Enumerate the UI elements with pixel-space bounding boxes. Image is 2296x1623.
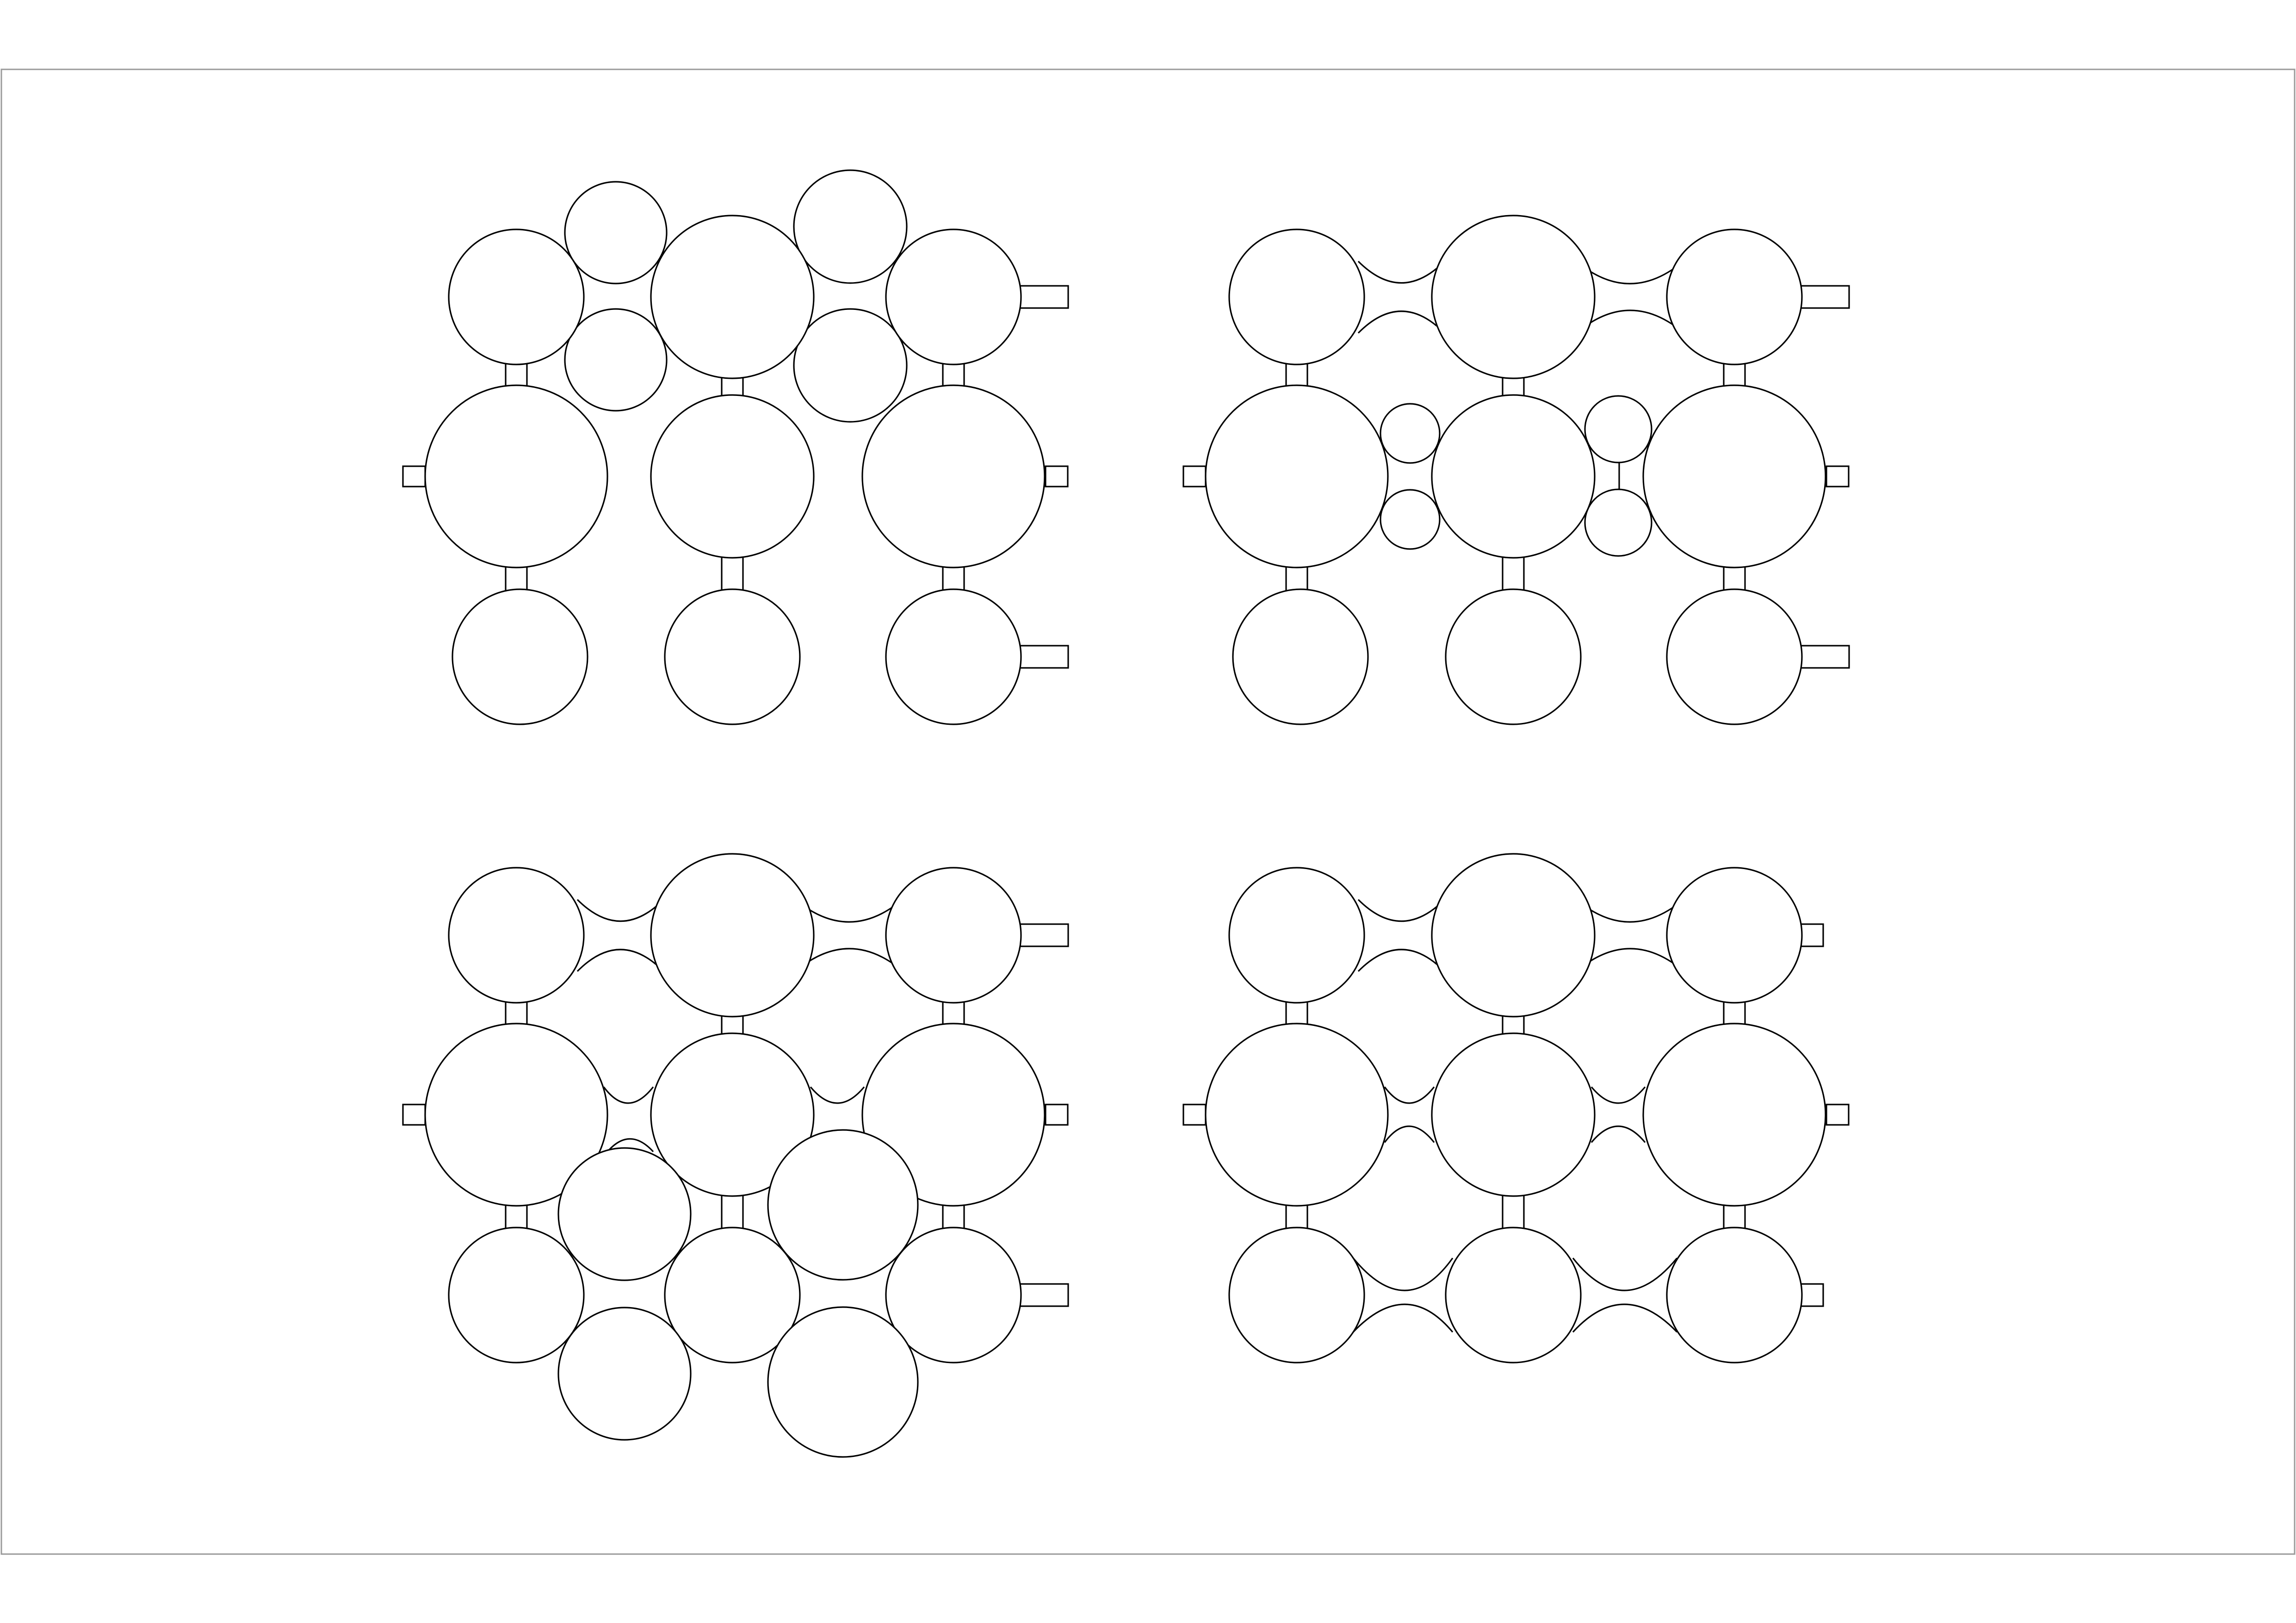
connector-tab <box>1019 645 1069 669</box>
small-circle <box>564 181 668 284</box>
node-circle <box>650 1032 815 1197</box>
overlay-circle <box>767 1306 919 1458</box>
small-circle <box>564 308 668 412</box>
node-circle <box>664 1227 801 1364</box>
connector-tab <box>1182 465 1207 488</box>
connector <box>1285 563 1308 592</box>
connector <box>942 1202 965 1230</box>
waist-bridge <box>1384 1086 1435 1143</box>
connector <box>721 375 744 398</box>
node-circle <box>885 1227 1022 1364</box>
waist-bridge <box>1582 265 1676 329</box>
small-circle <box>1584 395 1652 463</box>
node-circle <box>1431 215 1596 379</box>
node-circle <box>1228 228 1365 365</box>
node-circle <box>1431 394 1596 559</box>
node-circle <box>1666 867 1803 1004</box>
connector <box>1285 1000 1308 1028</box>
node-circle <box>1666 588 1803 725</box>
node-circle <box>1228 867 1365 1004</box>
connector-tab <box>1019 1283 1069 1307</box>
overlay-circle <box>767 1129 919 1281</box>
connector-tab <box>1019 285 1069 309</box>
small-circle <box>1584 488 1652 557</box>
node-circle <box>650 394 815 559</box>
connector-tab <box>1045 1104 1069 1126</box>
node-circle <box>885 588 1022 725</box>
waist-bridge <box>801 903 895 968</box>
waist-bridge <box>576 899 657 972</box>
connector <box>1723 1202 1746 1230</box>
connector <box>1502 1192 1525 1230</box>
connector-tab <box>402 1104 426 1126</box>
waist-bridge <box>1572 1257 1678 1333</box>
connector <box>942 563 965 592</box>
node-circle <box>424 384 608 568</box>
variant-2 <box>1182 215 1850 725</box>
connector <box>721 1013 744 1036</box>
connector-tab <box>1800 923 1824 947</box>
node-circle <box>1666 228 1803 365</box>
node-circle <box>448 1227 585 1364</box>
overlay-circle <box>557 1147 692 1281</box>
waist-bridge <box>603 1086 654 1157</box>
node-circle <box>1666 1227 1803 1364</box>
node-circle <box>1445 588 1582 725</box>
node-circle <box>885 867 1022 1004</box>
connector <box>505 1000 528 1028</box>
connector <box>1723 563 1746 592</box>
sheet-frame <box>0 68 2296 1555</box>
variant-1 <box>402 169 1069 725</box>
waist-bridge <box>1352 1257 1454 1333</box>
connector <box>1502 554 1525 592</box>
connector-tab <box>1800 285 1850 309</box>
connector-tab <box>1019 923 1069 947</box>
connector-tab <box>402 465 426 488</box>
connector-tab <box>1182 1104 1207 1126</box>
connector <box>1502 375 1525 398</box>
connector <box>1502 1013 1525 1036</box>
node-circle <box>1431 853 1596 1018</box>
connector <box>1723 1000 1746 1028</box>
node-circle <box>664 588 801 725</box>
overlay-circle <box>557 1307 692 1441</box>
small-circle <box>1380 489 1441 550</box>
connector <box>1285 361 1308 389</box>
node-circle <box>861 384 1046 568</box>
waist-bridge <box>1357 260 1438 334</box>
node-circle <box>448 867 585 1004</box>
small-circle <box>793 169 908 284</box>
variant-4 <box>1182 853 1850 1364</box>
connector <box>721 554 744 592</box>
connector <box>1723 361 1746 389</box>
node-circle <box>1431 1032 1596 1197</box>
node-circle <box>1228 1227 1365 1364</box>
node-circle <box>1205 1023 1389 1207</box>
small-circle <box>1380 403 1441 464</box>
node-circle <box>1642 384 1826 568</box>
node-circle <box>1642 1023 1826 1207</box>
node-circle <box>1205 384 1389 568</box>
connector-tab <box>1800 645 1850 669</box>
node-circle <box>1232 588 1369 725</box>
small-circle <box>793 308 908 423</box>
node-circle <box>885 228 1022 365</box>
variant-3 <box>402 853 1069 1458</box>
waist-bridge <box>1357 899 1438 972</box>
connector-tab <box>1826 1104 1850 1126</box>
connector-tab <box>1800 1283 1824 1307</box>
node-circle <box>452 588 588 725</box>
node-circle <box>448 228 585 365</box>
connector-tab <box>1826 465 1850 488</box>
node-circle <box>861 1023 1046 1207</box>
node-circle <box>424 1023 608 1207</box>
connector-tab <box>1045 465 1069 488</box>
waist-bridge <box>1582 903 1676 968</box>
node-circle <box>650 215 815 379</box>
node-circle <box>1445 1227 1582 1364</box>
connector <box>721 1192 744 1230</box>
node-circle <box>650 853 815 1018</box>
waist-bridge <box>1590 1086 1646 1143</box>
